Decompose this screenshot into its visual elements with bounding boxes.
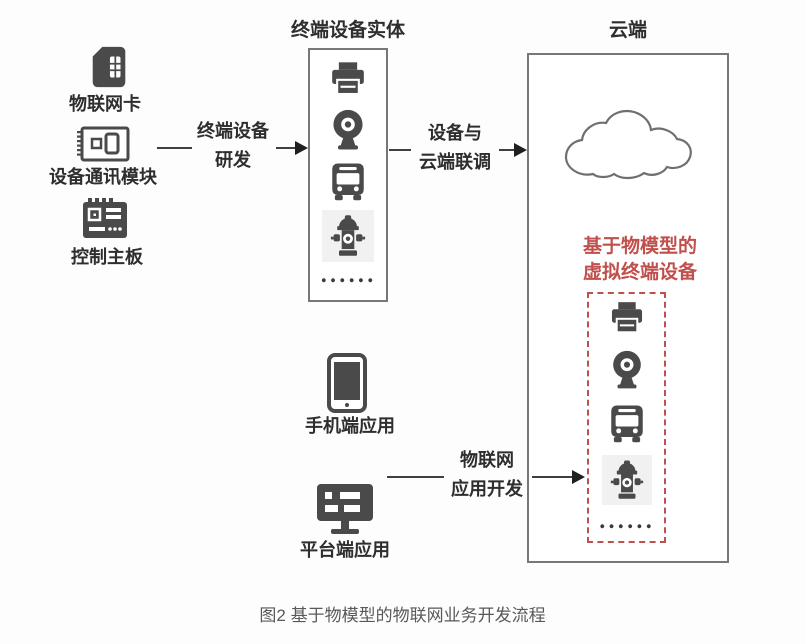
- virtual-device-label: 基于物模型的 虚拟终端设备: [552, 233, 728, 285]
- virtual-device-dashed-box: ......: [587, 292, 666, 543]
- label-mobile-app: 手机端应用: [305, 416, 395, 437]
- cloud-box-title: 云端: [608, 19, 647, 41]
- arrow2-label-line2: 云端联调: [419, 152, 491, 173]
- arrow3-label-line1: 物联网: [460, 450, 514, 471]
- arrow3-line-right: [532, 476, 573, 478]
- label-mainboard: 控制主板: [71, 247, 143, 268]
- arrow1-label: 终端设备 研发: [183, 117, 283, 175]
- arrow3-label: 物联网 应用开发: [437, 446, 537, 504]
- virtual-device-label-line2: 虚拟终端设备: [582, 261, 697, 283]
- printer-icon: [328, 59, 368, 99]
- fire-hydrant-icon: [322, 209, 374, 262]
- device-entity-box: ......: [308, 48, 388, 302]
- label-platform-app: 平台端应用: [300, 540, 390, 561]
- cloud-icon: [556, 103, 698, 191]
- arrow2-label-line1: 设备与: [428, 123, 482, 144]
- arrow1-line-left: [157, 147, 192, 149]
- arrow2-line-left: [389, 149, 411, 151]
- label-comm-module: 设备通讯模块: [49, 167, 157, 188]
- arrow1-head-icon: [295, 141, 308, 155]
- ellipsis-dots: ......: [320, 262, 376, 287]
- webcam-icon: [608, 348, 646, 390]
- arrow2-line-right: [499, 149, 515, 151]
- ellipsis-dots: ......: [598, 508, 655, 533]
- bus-icon: [327, 160, 369, 202]
- comm-module-icon: [74, 121, 132, 167]
- phone-icon: [326, 353, 368, 413]
- monitor-icon: [315, 481, 375, 537]
- arrow1-label-line1: 终端设备: [197, 121, 269, 142]
- arrow3-line-left: [387, 476, 444, 478]
- arrow3-label-line2: 应用开发: [451, 479, 523, 500]
- sim-card-icon: [86, 44, 132, 90]
- printer-icon: [608, 299, 646, 337]
- arrow2-head-icon: [514, 143, 527, 157]
- arrow1-line-right: [276, 147, 296, 149]
- arrow3-head-icon: [572, 470, 585, 484]
- virtual-device-label-line1: 基于物模型的: [582, 235, 697, 257]
- label-iot-card: 物联网卡: [69, 94, 141, 115]
- figure-caption: 图2 基于物模型的物联网业务开发流程: [259, 606, 546, 625]
- mainboard-icon: [79, 196, 131, 242]
- arrow2-label: 设备与 云端联调: [405, 119, 505, 177]
- webcam-icon: [328, 107, 368, 151]
- bus-icon: [606, 402, 648, 444]
- fire-hydrant-icon: [601, 454, 652, 505]
- device-box-title: 终端设备实体: [290, 19, 405, 41]
- arrow1-label-line2: 研发: [215, 150, 251, 171]
